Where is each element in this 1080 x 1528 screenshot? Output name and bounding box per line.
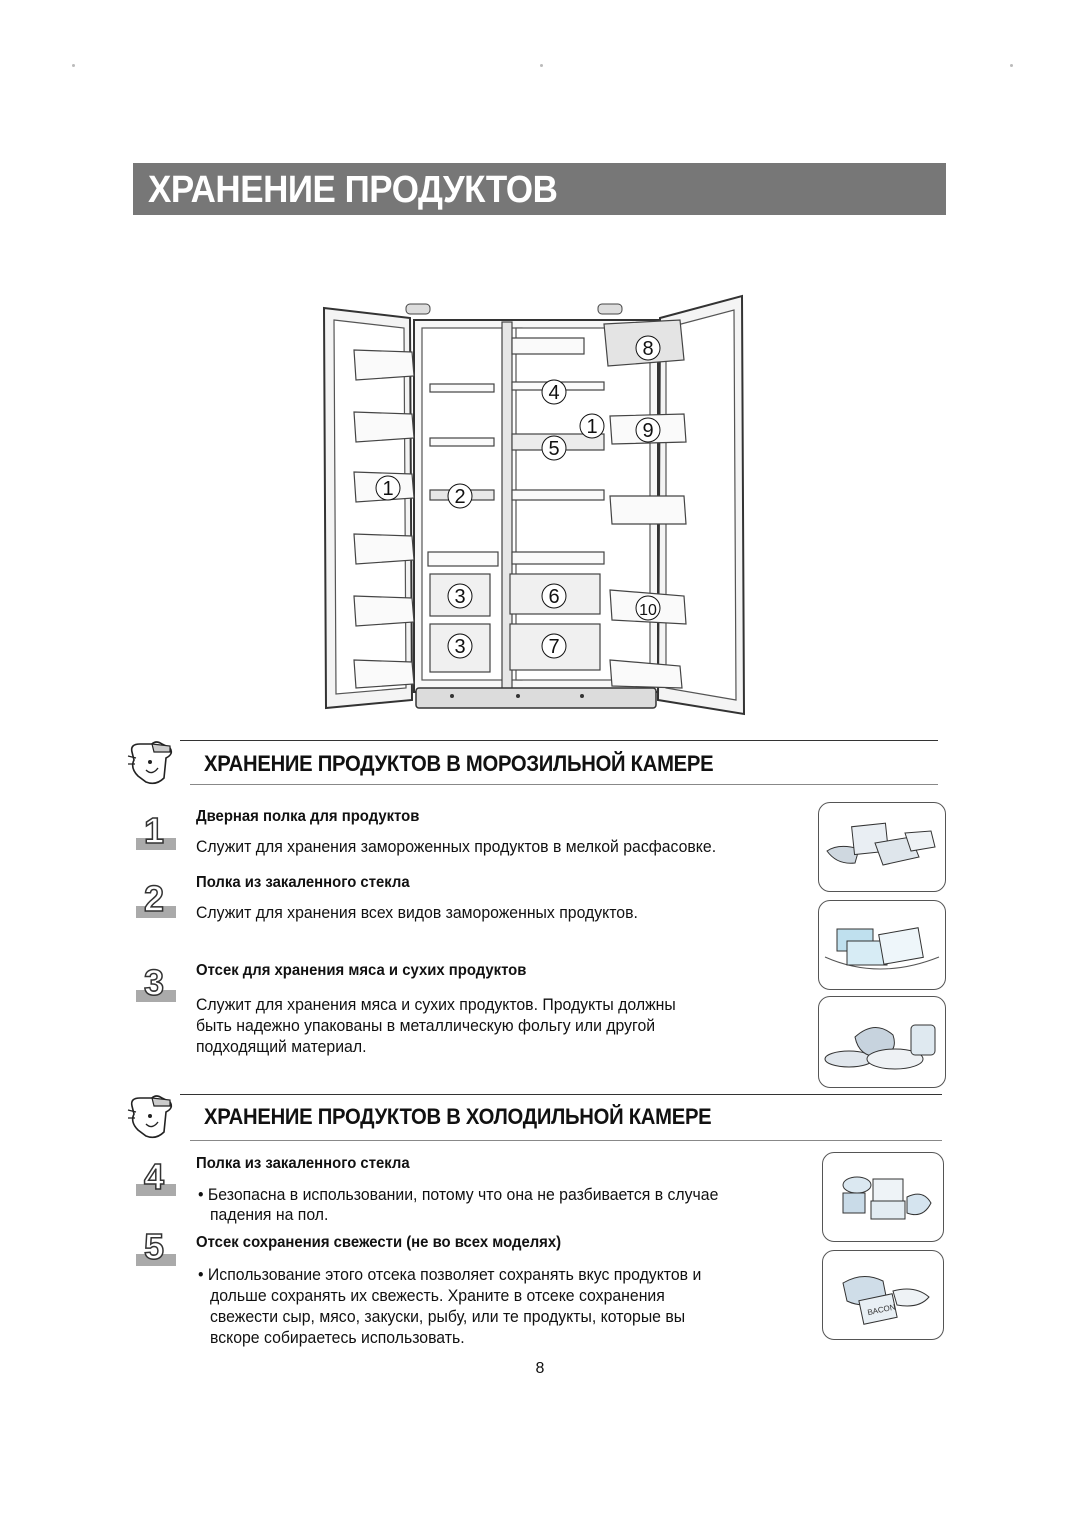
item-text: быть надежно упакованы в металлическую ф… (196, 1016, 656, 1035)
freezer-heading: ХРАНЕНИЕ ПРОДУКТОВ В МОРОЗИЛЬНОЙ КАМЕРЕ (204, 751, 714, 776)
item-text: Служит для хранения всех видов заморожен… (196, 903, 638, 922)
diagram-callout: 3 (454, 586, 465, 608)
diagram-callout: 1 (382, 478, 393, 500)
diagram-callout: 9 (642, 420, 653, 442)
item-title: Дверная полка для продуктов (196, 808, 420, 825)
diagram-callout: 6 (548, 586, 559, 608)
section-rule (190, 784, 938, 785)
item-number: 3 (143, 962, 165, 1003)
number-badge-shadow (136, 1254, 176, 1266)
item-title: Отсек для хранения мяса и сухих продукто… (196, 962, 527, 979)
pointing-hand-icon (127, 1095, 173, 1139)
item-number: 1 (143, 810, 165, 851)
item-title: Полка из закаленного стекла (196, 1155, 410, 1172)
diagram-callout: 10 (639, 602, 657, 619)
item-title: Отсек сохранения свежести (не во всех мо… (196, 1234, 562, 1251)
print-mark (1010, 64, 1013, 67)
item-text: • Использование этого отсека позволяет с… (198, 1265, 702, 1284)
bacon-package-image: BACON (822, 1250, 944, 1340)
diagram-callout: 7 (548, 636, 559, 658)
fridge-heading: ХРАНЕНИЕ ПРОДУКТОВ В ХОЛОДИЛЬНОЙ КАМЕРЕ (204, 1104, 712, 1129)
page-number: 8 (535, 1360, 545, 1377)
frozen-food-packages-image (818, 802, 946, 892)
diagram-callout: 3 (454, 636, 465, 658)
item-title: Полка из закаленного стекла (196, 874, 410, 891)
number-badge-shadow (136, 906, 176, 918)
number-badge-shadow (136, 990, 176, 1002)
page-title-bar (133, 163, 946, 215)
item-text: подходящий материал. (196, 1037, 367, 1056)
frozen-food-boxes-image (818, 900, 946, 990)
item-text: падения на пол. (210, 1205, 329, 1224)
section-rule (180, 1094, 942, 1095)
item-text: • Безопасна в использовании, потому что … (198, 1185, 719, 1204)
item-text: дольше сохранять их свежесть. Храните в … (210, 1286, 665, 1305)
diagram-callout: 5 (548, 438, 559, 460)
number-badge-shadow (136, 1184, 176, 1196)
number-badge-shadow (136, 838, 176, 850)
meat-and-dry-food-image (818, 996, 946, 1088)
diagram-callout: 2 (454, 486, 465, 508)
item-text: Служит для хранения замороженных продукт… (196, 837, 717, 856)
item-number: 5 (143, 1226, 165, 1267)
diagram-callout: 8 (642, 338, 653, 360)
diagram-callout: 1 (586, 416, 597, 438)
section-rule (180, 740, 938, 741)
refrigerator-diagram: 8 4 1 9 5 1 2 3 6 10 3 7 (322, 294, 746, 716)
print-mark (72, 64, 75, 67)
item-number: 2 (143, 878, 165, 919)
pointing-hand-icon (127, 741, 173, 785)
item-text: вскоре собираетесь использовать. (210, 1328, 465, 1347)
page-title: ХРАНЕНИЕ ПРОДУКТОВ (148, 169, 558, 211)
item-text: Служит для хранения мяса и сухих продукт… (196, 995, 676, 1014)
item-number: 4 (143, 1156, 165, 1197)
section-rule (190, 1140, 942, 1141)
print-mark (540, 64, 543, 67)
food-containers-image (822, 1152, 944, 1242)
item-text: свежести сыр, мясо, закуски, рыбу, или т… (210, 1307, 686, 1326)
diagram-callout: 4 (548, 382, 559, 404)
